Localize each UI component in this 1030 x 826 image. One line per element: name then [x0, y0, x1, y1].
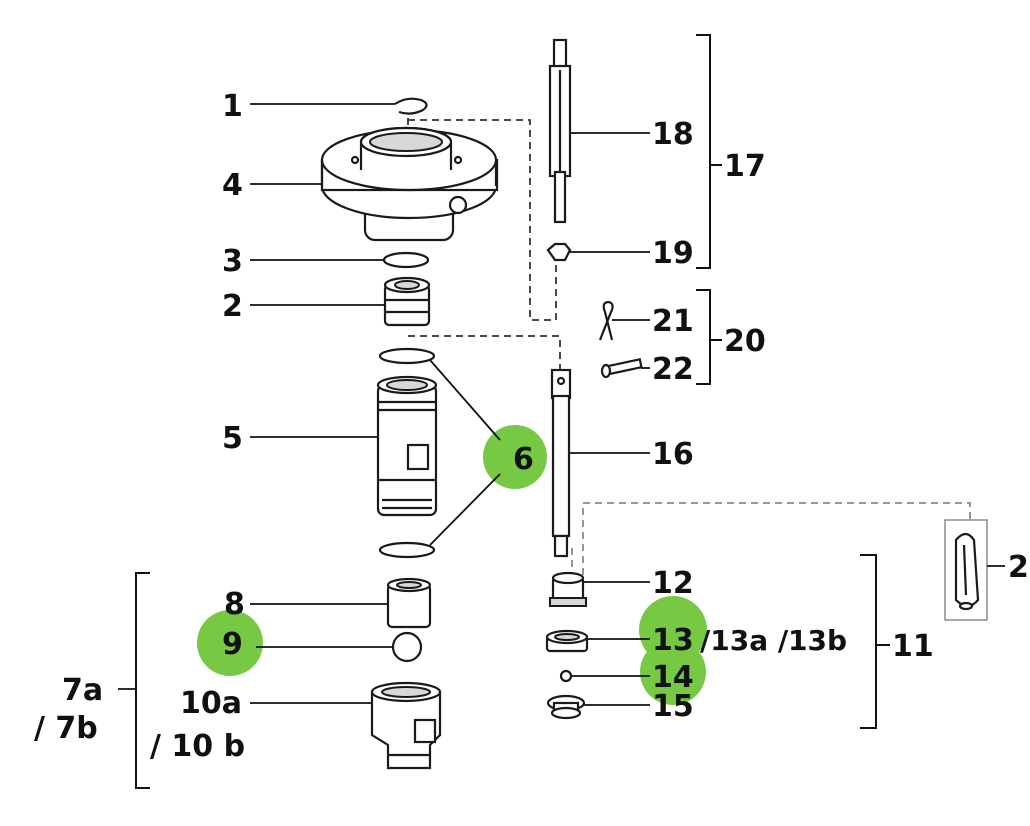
part-5-cylinder	[376, 375, 438, 517]
label-17: 17	[724, 149, 766, 184]
label-14: 14	[652, 660, 694, 695]
assembly-dash-top	[408, 119, 557, 321]
brace-7	[135, 572, 150, 789]
part-18-rod	[548, 38, 572, 224]
part-3-oring	[382, 251, 430, 269]
part-4-housing	[320, 126, 499, 242]
label-4: 4	[222, 168, 243, 203]
label-1: 1	[222, 89, 243, 124]
label-12: 12	[652, 566, 694, 601]
highlight-part-6	[483, 425, 547, 489]
part-10-foot-valve	[370, 681, 442, 770]
label-8: 8	[224, 587, 245, 622]
part-2-seat	[383, 276, 431, 327]
label-11: 11	[892, 629, 934, 664]
part-23-tool	[944, 519, 988, 621]
label-23: 2	[1008, 550, 1029, 585]
label-13: 13	[652, 623, 694, 658]
part-12-piston	[549, 571, 587, 607]
label-5: 5	[222, 421, 243, 456]
part-19-nut	[546, 242, 572, 262]
assembly-dash-2-to-16	[408, 335, 561, 370]
label-10a: 10a	[180, 686, 242, 721]
part-21-pin	[598, 300, 614, 341]
part-16-piston-rod	[550, 368, 572, 558]
label-19: 19	[652, 236, 694, 271]
highlight-part-9	[197, 610, 263, 676]
label-22: 22	[652, 352, 694, 387]
part-1-circlip	[394, 97, 428, 115]
part-8-cage	[386, 577, 432, 629]
part-22-bolt	[600, 358, 643, 379]
label-7a: 7a	[62, 673, 103, 708]
leader-6a	[429, 359, 501, 441]
label-10b: / 10 b	[150, 729, 245, 764]
label-21: 21	[652, 304, 694, 339]
part-6-oring-top	[378, 347, 436, 365]
label-16: 16	[652, 437, 694, 472]
label-3: 3	[222, 244, 243, 279]
highlight-part-14	[640, 639, 706, 705]
label-15: 15	[652, 689, 694, 724]
label-2: 2	[222, 289, 243, 324]
part-6-oring-bottom	[378, 541, 436, 559]
assembly-dash-tool	[582, 502, 971, 575]
label-18: 18	[652, 117, 694, 152]
label-7b: / 7b	[34, 711, 98, 746]
brace-17	[696, 34, 711, 269]
leader-6b	[429, 473, 501, 546]
brace-11	[860, 554, 877, 729]
label-9: 9	[222, 627, 243, 662]
part-9-ball	[391, 631, 423, 663]
part-13-seal	[545, 629, 589, 653]
brace-20	[696, 289, 711, 385]
label-13ab: /13a /13b	[700, 624, 847, 657]
part-15-valve	[546, 694, 586, 720]
label-20: 20	[724, 324, 766, 359]
label-6: 6	[513, 442, 534, 477]
part-14-ball	[559, 669, 573, 683]
